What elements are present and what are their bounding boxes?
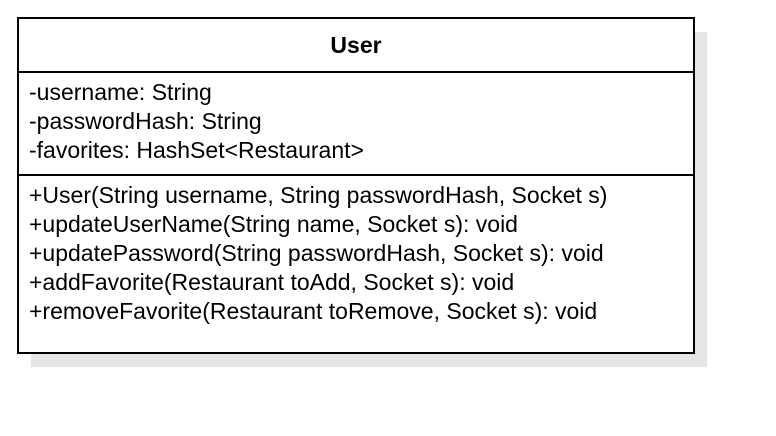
attribute-password-hash: -passwordHash: String [29, 108, 262, 134]
attribute-favorites: -favorites: HashSet<Restaurant> [29, 137, 364, 163]
attribute-username: -username: String [29, 79, 212, 105]
method-user-constructor: +User(String username, String passwordHa… [29, 182, 608, 208]
uml-class-user[interactable]: User -username: String -passwordHash: St… [17, 17, 695, 354]
class-name: User [19, 19, 693, 73]
method-remove-favorite: +removeFavorite(Restaurant toRemove, Soc… [29, 298, 598, 324]
methods-compartment: +User(String username, String passwordHa… [19, 176, 693, 326]
method-update-username: +updateUserName(String name, Socket s): … [29, 211, 518, 237]
method-update-password: +updatePassword(String passwordHash, Soc… [29, 240, 604, 266]
method-add-favorite: +addFavorite(Restaurant toAdd, Socket s)… [29, 269, 515, 295]
attributes-compartment: -username: String -passwordHash: String … [19, 73, 693, 176]
